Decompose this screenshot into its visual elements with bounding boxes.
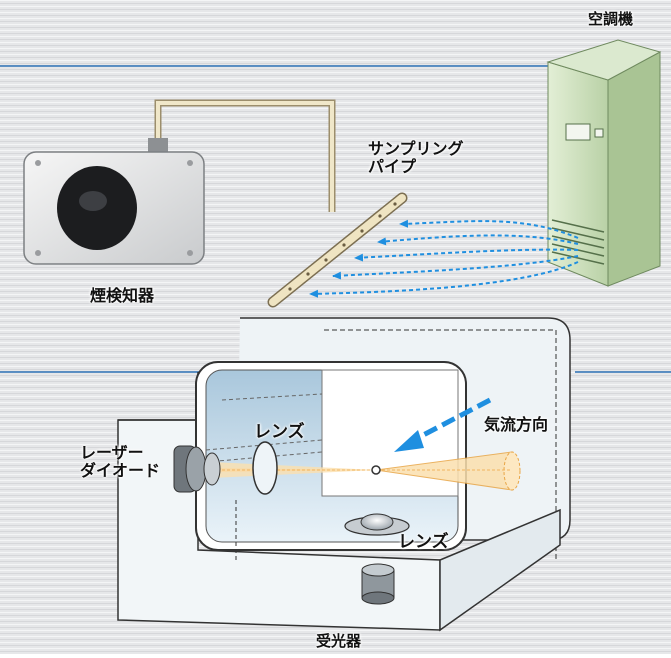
receiver-icon	[361, 563, 395, 605]
lens-upper-label: レンズ	[254, 422, 305, 442]
airflow-direction-arrow	[394, 397, 492, 452]
sampling-pipe-label: サンプリング パイプ	[368, 139, 464, 177]
lens-lower-icon	[344, 513, 410, 536]
lens-upper-icon	[252, 441, 278, 495]
airflow-arrows	[309, 219, 579, 298]
laser-diode-label-line1: レーザー	[80, 443, 144, 462]
lens-lower-label: レンズ	[398, 532, 449, 552]
smoke-detector-icon	[23, 138, 205, 265]
sampling-pipe-label-line1: サンプリング	[368, 139, 464, 158]
sampling-pipe-label-line2: パイプ	[368, 157, 417, 177]
airflow-direction-label: 気流方向	[484, 415, 549, 434]
laser-diode-icon	[173, 445, 221, 493]
detector-tube	[156, 101, 334, 212]
scatter-point	[371, 465, 381, 475]
receiver-label: 受光器	[316, 632, 362, 650]
aircon-label: 空調機	[588, 10, 634, 28]
laser-diode-label-line2: ダイオード	[80, 461, 161, 481]
smoke-detector-label: 煙検知器	[90, 286, 155, 305]
sampling-pipe-icon	[267, 192, 408, 308]
air-conditioner-icon	[546, 39, 662, 287]
laser-diode-label: レーザー ダイオード	[80, 443, 161, 481]
